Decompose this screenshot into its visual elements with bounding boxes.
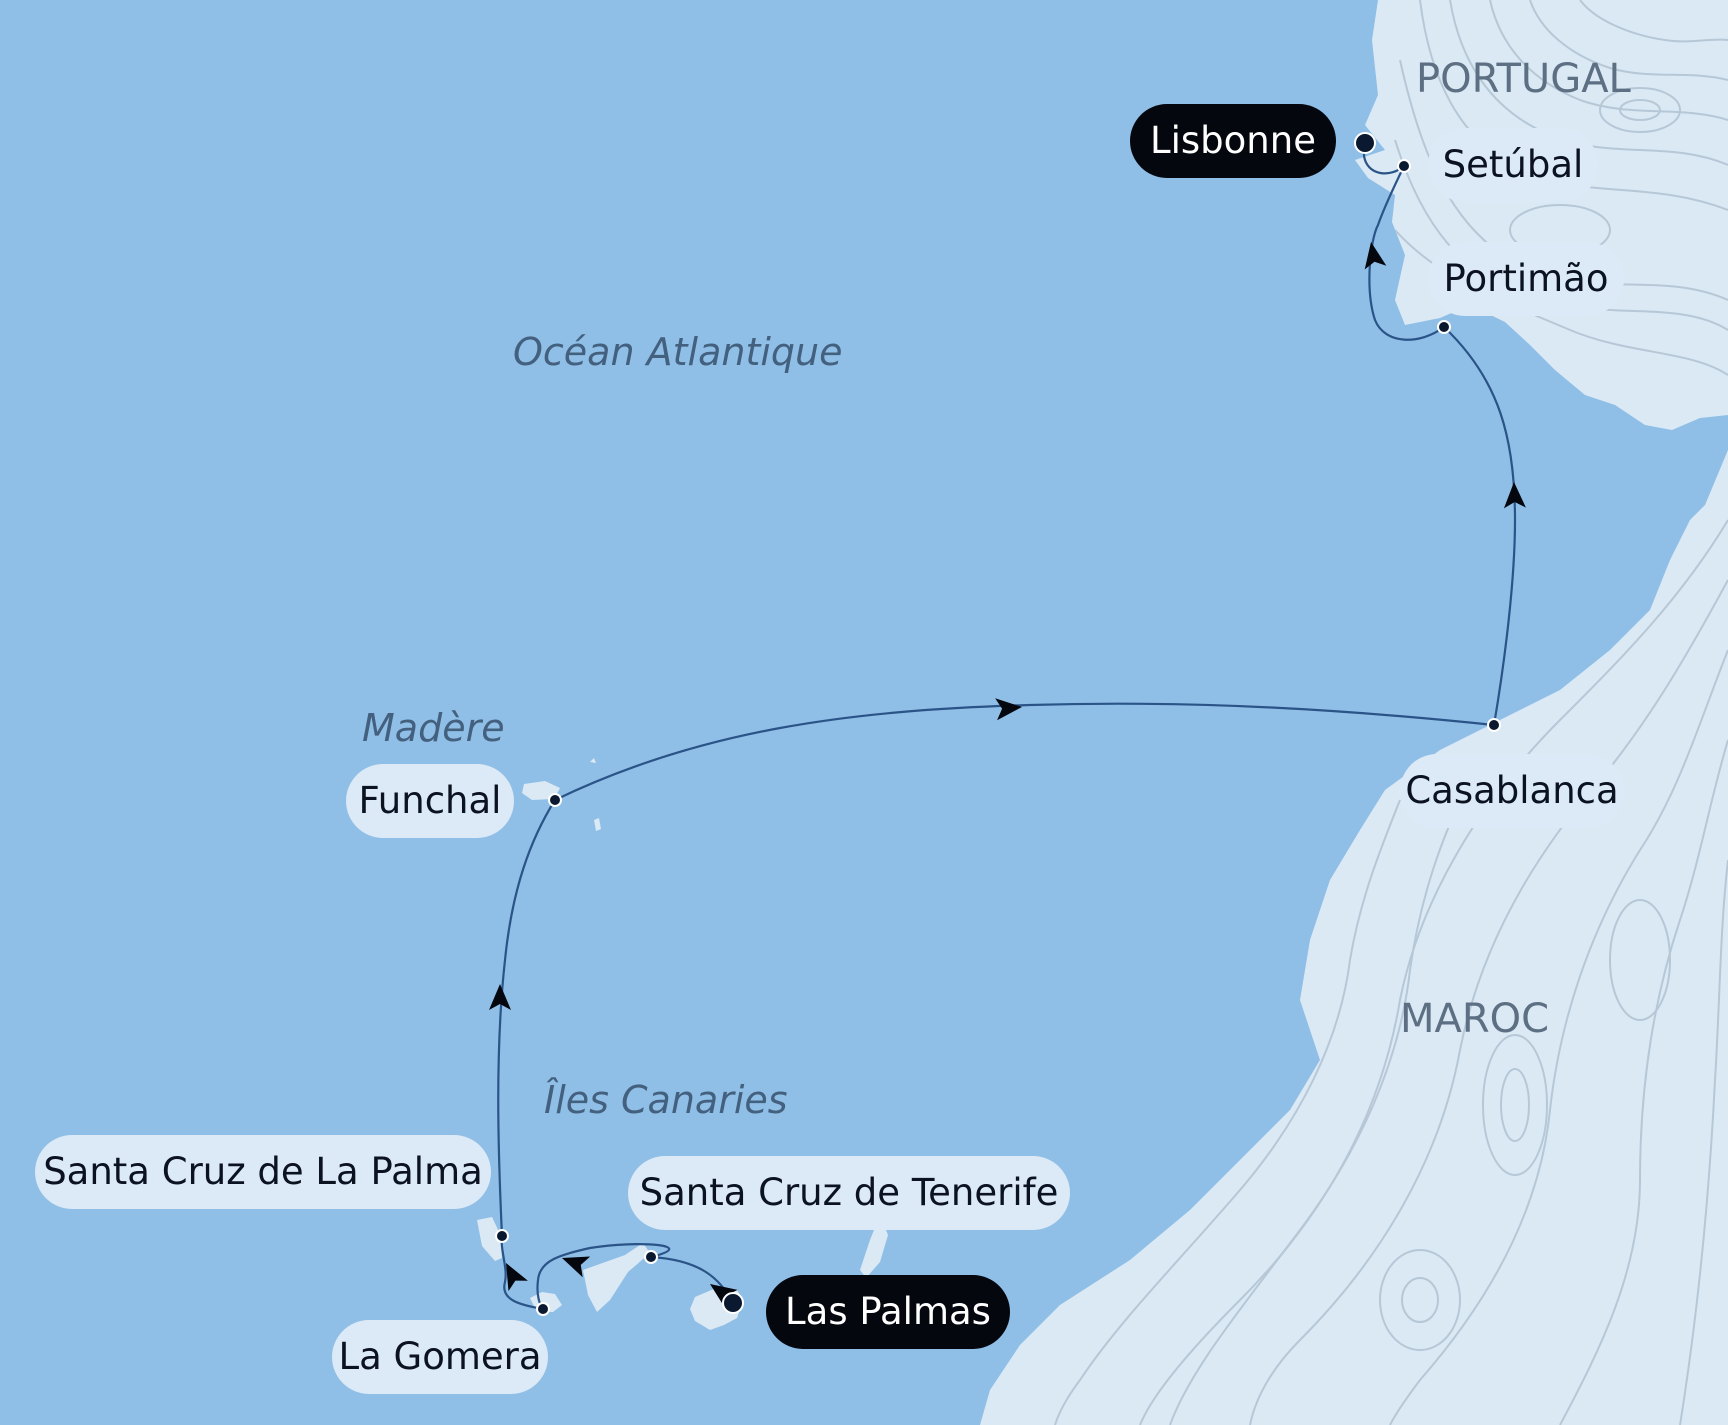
route-leg-gomera-la-palma [500,1235,544,1311]
route-leg-casablanca-portimao [1443,326,1517,726]
port-dot-portimao [1437,320,1451,334]
arrow-icon [995,698,1022,721]
region-label-canaries: Îles Canaries [544,1078,788,1122]
africa-land [980,450,1728,1425]
country-label-maroc: MAROC [1400,996,1550,1042]
sea-label-atlantic: Océan Atlantique [513,330,843,374]
port-dot-santa-cruz-la-palma [495,1229,509,1243]
canary-islands [474,1170,918,1337]
route-leg-tenerife-gomera [536,1243,671,1310]
arrow-icon [489,984,511,1010]
port-label-funchal[interactable]: Funchal [346,764,514,838]
port-dot-funchal [548,793,562,807]
port-dot-las-palmas [722,1292,744,1314]
region-label-madeira: Madère [362,706,505,750]
iberia-land [1355,0,1728,430]
arrow-icon [506,1263,528,1292]
port-label-casablanca[interactable]: Casablanca [1400,754,1624,828]
port-dot-lisbonne [1354,132,1376,154]
port-label-portimao[interactable]: Portimão [1428,242,1624,316]
port-dot-santa-cruz-tenerife [644,1250,658,1264]
country-label-portugal: PORTUGAL [1416,56,1631,102]
route-leg-la-palma-funchal [497,799,556,1237]
port-dot-la-gomera [536,1302,550,1316]
port-label-setubal[interactable]: Setúbal [1428,128,1598,202]
arrow-icon [1364,242,1387,270]
port-dot-casablanca [1487,718,1501,732]
route-leg-funchal-casablanca [554,702,1495,801]
port-label-la-gomera[interactable]: La Gomera [332,1320,548,1394]
route-arrows [489,242,1526,1308]
port-label-santa-cruz-la-palma[interactable]: Santa Cruz de La Palma [35,1135,491,1209]
port-markers [495,132,1501,1316]
arrow-icon [710,1284,738,1308]
port-dot-setubal [1397,159,1411,173]
port-label-las-palmas[interactable]: Las Palmas [766,1275,1010,1349]
madeira-islands [522,758,601,831]
arrow-icon [562,1256,591,1278]
route-leg-portimao-setubal [1368,165,1445,341]
port-label-santa-cruz-tenerife[interactable]: Santa Cruz de Tenerife [628,1156,1070,1230]
arrow-icon [1503,482,1526,509]
port-label-lisbonne[interactable]: Lisbonne [1130,104,1336,178]
